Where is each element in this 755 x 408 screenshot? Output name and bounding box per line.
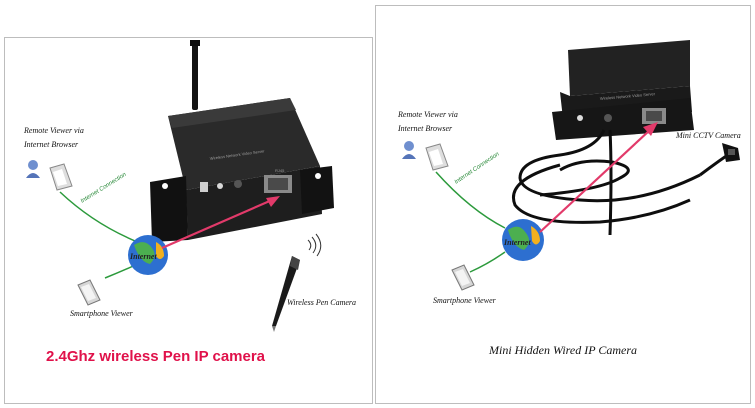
left-remote-viewer-label-line2: Internet Browser — [24, 140, 79, 149]
right-smartphone-icon — [451, 264, 475, 291]
left-wireless-signal-icon — [307, 233, 322, 257]
left-smartphone-icon — [77, 279, 101, 306]
left-signal-arrow — [161, 196, 280, 250]
left-camera-label: Wireless Pen Camera — [287, 298, 357, 307]
right-internet-globe: Internet — [502, 219, 544, 261]
left-antenna — [190, 40, 200, 110]
left-remote-viewer-icon — [26, 160, 73, 191]
right-camera-cable — [512, 129, 736, 236]
right-connection-line — [435, 171, 506, 229]
left-video-server-device: Wireless Network Video Server RJ45 — [150, 98, 334, 242]
right-mini-cctv-camera — [722, 143, 740, 162]
left-connection-line — [59, 191, 141, 244]
left-pen-camera — [272, 256, 300, 332]
right-diagram-panel — [375, 5, 751, 404]
left-caption: 2.4Ghz wireless Pen IP camera — [46, 348, 266, 365]
right-camera-label: Mini CCTV Camera — [676, 131, 741, 140]
left-device-port-label: RJ45 — [275, 168, 285, 173]
right-caption: Mini Hidden Wired IP Camera — [489, 343, 637, 357]
left-smartphone-label: Smartphone Viewer — [70, 309, 133, 318]
right-remote-viewer-icon — [402, 141, 449, 171]
right-globe-label: Internet — [503, 238, 531, 247]
right-video-server-device: Wireless Network Video Server — [552, 40, 694, 140]
left-globe-label: Internet — [129, 252, 157, 261]
right-device-print: Wireless Network Video Server — [600, 91, 656, 101]
right-remote-viewer-label-line1: Remote Viewer via — [398, 110, 458, 119]
right-signal-arrow — [539, 122, 658, 233]
left-internet-globe: Internet — [128, 235, 168, 275]
right-smartphone-link — [469, 251, 506, 273]
right-smartphone-label: Smartphone Viewer — [433, 296, 496, 305]
left-connection-label: Internet Connection — [80, 172, 128, 205]
left-remote-viewer-label-line1: Remote Viewer via — [24, 126, 84, 135]
right-remote-viewer-label-line2: Internet Browser — [398, 124, 453, 133]
